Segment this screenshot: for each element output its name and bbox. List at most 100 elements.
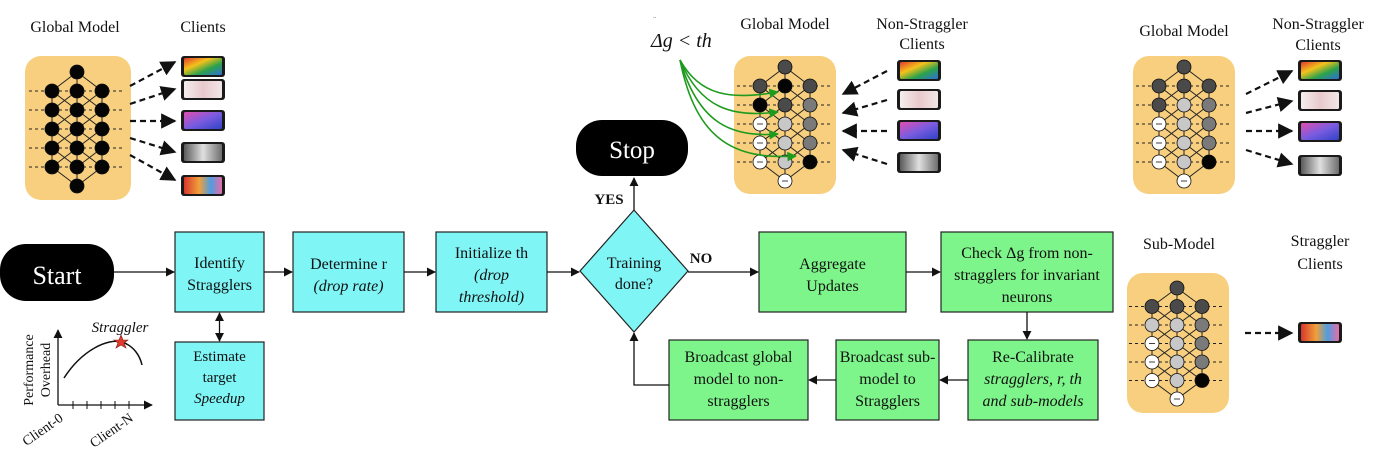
neuron-node [777,116,793,132]
neuron-node [94,140,110,156]
neuron-node [1194,373,1210,388]
panel3-model-title: Global Model [1139,23,1229,40]
no-label: NO [690,251,713,267]
non-straggler-phone-icon [897,152,941,173]
estimate-line-3: Speedup [194,391,245,407]
panel2-global-model [734,56,836,194]
x-ticks [72,401,130,409]
decision-line-1: Training [607,255,662,272]
inset-xlabel-right: Client-N [88,411,137,451]
neuron-node [44,159,60,175]
neuron-node [802,116,818,132]
recalibrate-step[interactable]: Re-Calibrate stragglers, r, th and sub-m… [967,339,1099,421]
recalibrate-line-2: stragglers, r, th [984,371,1082,388]
non-straggler-phone-icon [1298,60,1342,81]
broadcast-global-line-1: Broadcast global [685,349,794,366]
aggregate-line-2: Updates [806,278,858,295]
determine-drop-rate-step[interactable]: Determine r (drop rate) [292,231,405,313]
determine-line-1: Determine r [310,256,388,273]
neuron-node [1201,97,1217,113]
performance-overhead-inset: Straggler Performance Overhead Client-0 … [20,320,153,451]
panel2-clients-title-1: Non-Straggler [876,16,968,33]
panel1-clients-title: Clients [180,19,225,36]
neuron-node [1176,97,1192,113]
neuron-node [1194,336,1210,351]
panel4-clients-title-2: Clients [1297,256,1342,273]
neuron-node [1201,154,1217,170]
neuron-node [1169,280,1185,296]
neuron-node [1176,135,1192,151]
neuron-node [1201,116,1217,132]
neuron-node [1201,135,1217,151]
broadcast-submodel-step[interactable]: Broadcast sub- model to Stragglers [835,339,940,421]
stop-terminal[interactable]: Stop [576,120,688,176]
recalibrate-line-3: and sub-models [983,393,1084,410]
panel1-model-title: Global Model [30,19,120,36]
delta-g-arrows [679,59,797,162]
neuron-node [802,78,818,94]
neuron-node [94,159,110,175]
non-straggler-phone-icon [897,120,941,141]
broadcast-global-step[interactable]: Broadcast global model to non- straggler… [668,339,809,421]
neuron-node [1151,97,1167,113]
estimate-line-2: target [203,370,238,386]
neuron-node [1169,299,1185,314]
neuron-node [802,135,818,151]
client-phone-icon [181,175,225,196]
check-delta-g-step[interactable]: Check Δg from non- stragglers for invari… [940,231,1114,313]
inset-ylabel-2: Overhead [39,343,54,397]
panel3-global-model [1133,56,1235,194]
overhead-curve [63,340,143,379]
broadcast-global-line-3: stragglers [707,393,769,410]
panel4-sub-model [1127,273,1229,413]
neuron-node [1176,59,1192,75]
neuron-node [802,154,818,170]
neuron-node [69,64,85,80]
neuron-node [752,78,768,94]
non-straggler-phone-icon [1298,155,1342,176]
initialize-line-3: threshold) [459,289,524,306]
neuron-node [777,97,793,113]
determine-line-2: (drop rate) [313,278,383,295]
decision-line-2: done? [615,276,653,293]
neuron-node [94,83,110,99]
client-phone-icon [181,56,225,77]
panel1-client-arrows [129,61,177,181]
start-terminal[interactable]: Start [0,244,114,301]
initialize-line-1: Initialize th [455,245,528,262]
neuron-node [69,140,85,156]
inset-ylabel-1: Performance [22,334,37,406]
neuron-node [44,102,60,118]
neuron-node [1169,317,1185,333]
initialize-line-2: (drop [474,267,509,284]
training-done-decision[interactable]: Training done? [579,209,689,333]
neuron-node [777,59,793,75]
neuron-node [44,121,60,137]
neuron-node [1194,354,1210,370]
delta-g-formula: Δg < th [650,30,712,52]
initialize-threshold-step[interactable]: Initialize th (drop threshold) [435,231,548,313]
aggregate-updates-step[interactable]: Aggregate Updates [758,231,907,313]
model-panels: Global Model Clients Global Model Non-St… [25,16,1364,413]
broadcast-sub-line-1: Broadcast sub- [840,349,936,366]
check-line-2: stragglers for invariant [954,267,1100,284]
identify-stragglers-step[interactable]: Identify Stragglers [174,231,265,313]
client-devices [181,56,1342,343]
stop-label: Stop [609,137,655,164]
neuron-node [69,102,85,118]
check-line-3: neurons [1002,289,1053,306]
neuron-node [94,121,110,137]
broadcast-sub-line-2: model to [859,371,915,388]
straggler-phone-icon [1298,322,1342,343]
neuron-node [1151,78,1167,94]
straggler-star-icon [113,334,129,349]
check-line-1: Check Δg from non- [961,245,1093,262]
neuron-node [1194,299,1210,314]
neuron-node [1176,116,1192,132]
broadcast-global-line-2: model to non- [694,371,784,388]
neuron-node [777,135,793,151]
neuron-node [69,159,85,175]
straggler-annotation: Straggler [92,320,149,336]
estimate-speedup-step[interactable]: Estimate target Speedup [174,341,265,421]
